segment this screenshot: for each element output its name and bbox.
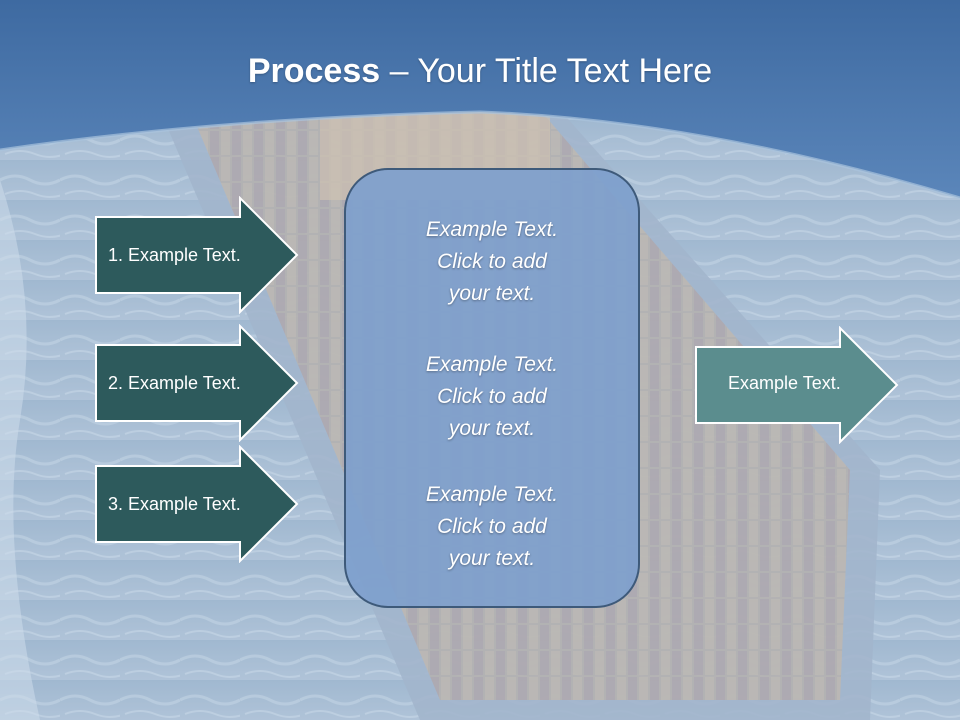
left-arrow-1[interactable]: 1. Example Text. — [94, 196, 300, 314]
right-arrow-shape-icon — [95, 324, 299, 442]
right-arrow-shape-icon — [695, 326, 899, 444]
right-arrow-shape-icon — [95, 196, 299, 314]
center-paragraph-1: Example Text. Click to add your text. — [425, 218, 559, 305]
center-text-box[interactable]: Example Text. Click to add your text. Ex… — [344, 168, 640, 608]
slide-title[interactable]: Process – Your Title Text Here — [0, 52, 960, 91]
right-arrow-label: Example Text. — [728, 373, 841, 393]
left-arrow-3-label: 3. Example Text. — [108, 494, 241, 514]
center-paragraph-2: Example Text. Click to add your text. — [425, 353, 559, 440]
title-dash: – — [380, 52, 418, 90]
title-bold-part: Process — [247, 52, 381, 90]
right-arrow-shape-icon — [95, 445, 299, 563]
left-arrow-1-label: 1. Example Text. — [108, 245, 241, 265]
title-rest: Your Title Text Here — [417, 52, 713, 90]
left-arrow-2[interactable]: 2. Example Text. — [94, 324, 300, 442]
left-arrow-3[interactable]: 3. Example Text. — [94, 445, 300, 563]
right-arrow[interactable]: Example Text. — [694, 326, 900, 444]
center-paragraph-3: Example Text. Click to add your text. — [425, 483, 559, 570]
left-arrow-2-label: 2. Example Text. — [108, 373, 241, 393]
